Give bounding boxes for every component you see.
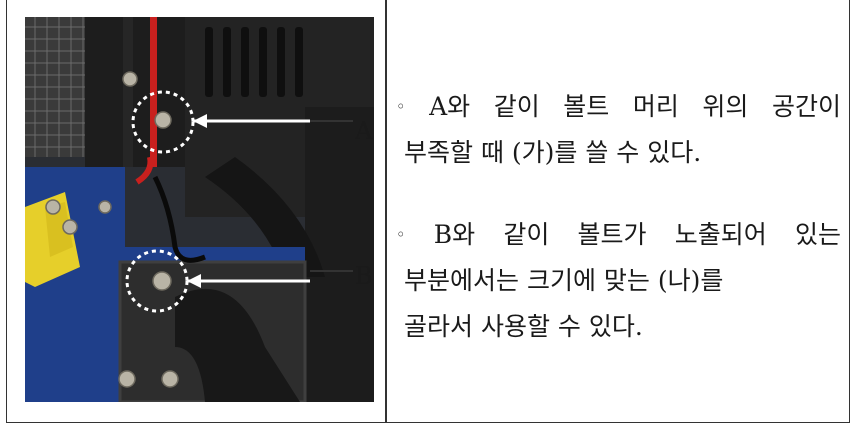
engine-photo xyxy=(25,17,374,402)
note-line: ◦B와 같이 볼트가 노출되어 있는 xyxy=(396,220,841,249)
bullet: ◦ xyxy=(396,225,426,244)
note-line: 부족할 때 (가)를 쓸 수 있다. xyxy=(404,138,702,167)
note-line: 골라서 사용할 수 있다. xyxy=(404,312,643,341)
callout-leaders xyxy=(310,120,353,272)
callout-label-b: B xyxy=(355,262,373,290)
note-a: ◦A와 같이 볼트 머리 위의 공간이 부족할 때 (가)를 쓸 수 있다. xyxy=(396,84,841,176)
note-b: ◦B와 같이 볼트가 노출되어 있는 부분에서는 크기에 맞는 (나)를 골라서… xyxy=(396,212,841,350)
note-line: ◦A와 같이 볼트 머리 위의 공간이 xyxy=(396,92,842,121)
notes-column: ◦A와 같이 볼트 머리 위의 공간이 부족할 때 (가)를 쓸 수 있다. ◦… xyxy=(396,84,841,386)
table-column-divider xyxy=(385,0,387,423)
note-line: 부분에서는 크기에 맞는 (나)를 xyxy=(404,266,724,295)
callout-label-a: A xyxy=(355,117,373,145)
bullet: ◦ xyxy=(396,97,422,116)
